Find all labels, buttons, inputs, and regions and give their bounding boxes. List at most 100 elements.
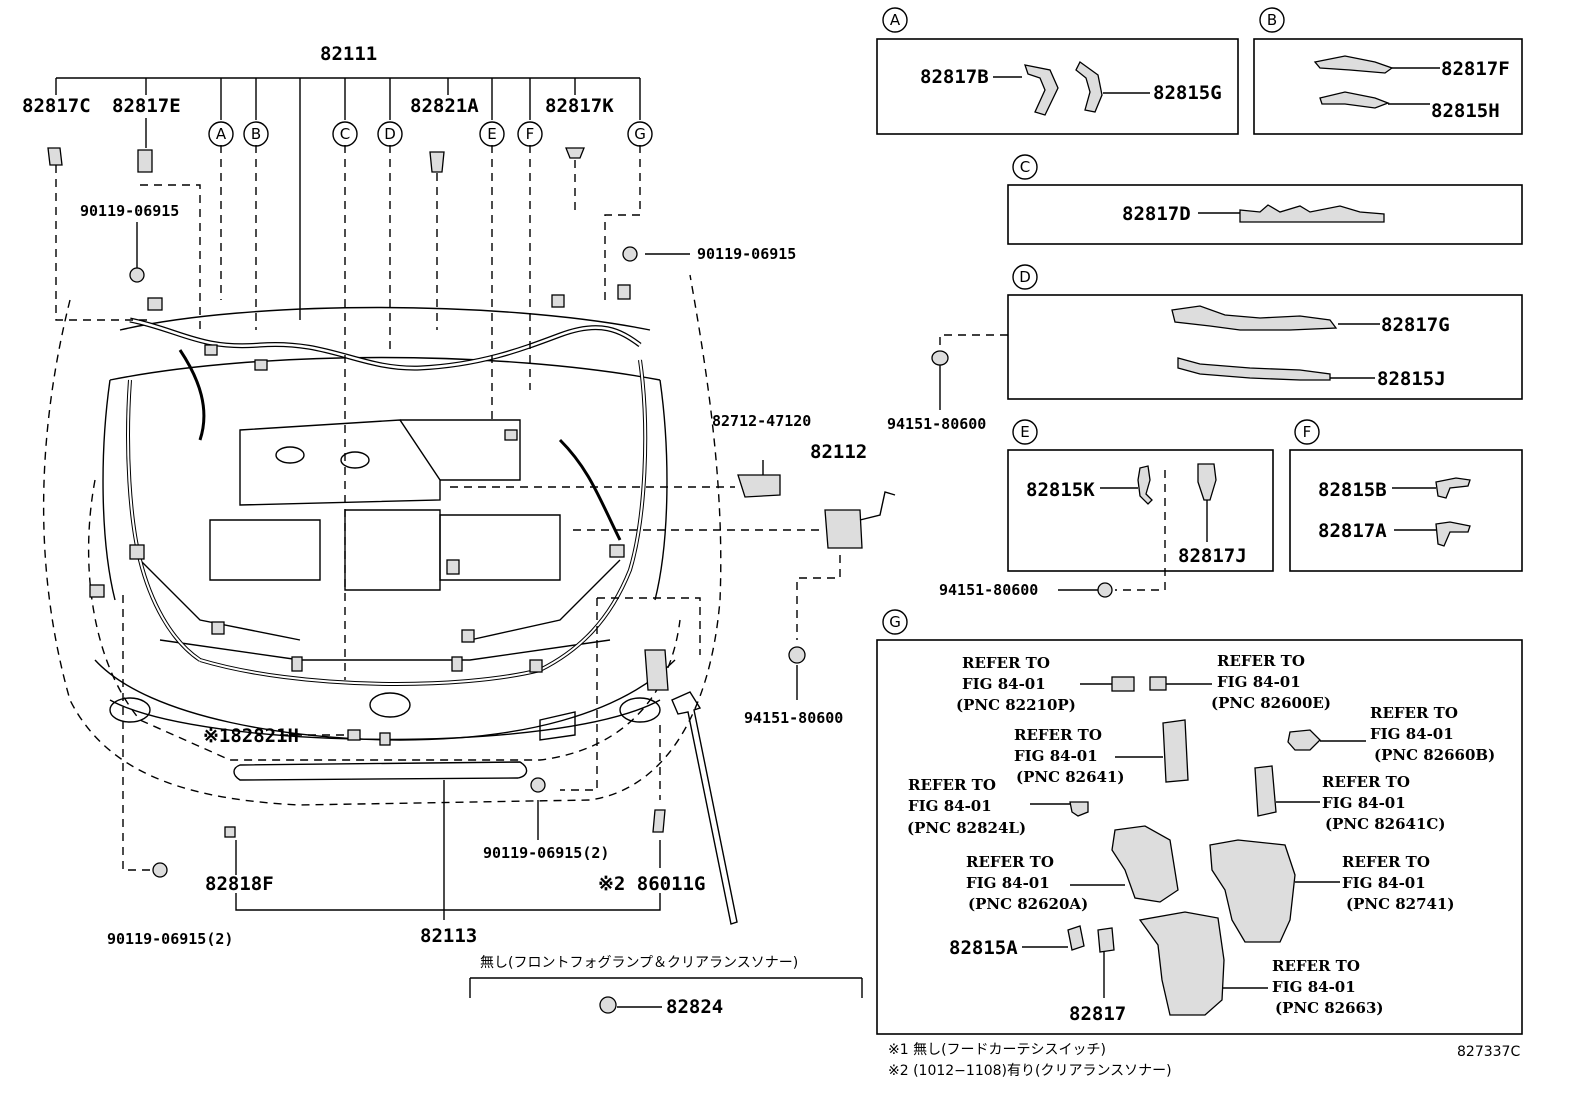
refer-82641c: REFER TO FIG 84-01 (PNC 82641C) <box>1322 773 1445 833</box>
box-d-bottom: 82815J <box>1377 368 1446 390</box>
box-a-letter: A <box>890 11 901 29</box>
box-d-top: 82817G <box>1381 314 1450 336</box>
detail-box-c: C 82817D <box>1007 154 1523 245</box>
leader-lines-main <box>55 77 863 1008</box>
box-f-bottom: 82817A <box>1318 520 1387 542</box>
svg-text:FIG 84-01: FIG 84-01 <box>962 675 1046 693</box>
label-82712: 82712-47120 <box>712 412 811 430</box>
label-82821h: ※182821H <box>203 725 299 747</box>
svg-text:REFER TO: REFER TO <box>908 776 996 794</box>
box-e-letter: E <box>1020 423 1029 441</box>
detail-box-f: F 82815B 82817A <box>1289 419 1523 572</box>
svg-text:REFER TO: REFER TO <box>1014 726 1102 744</box>
svg-text:REFER TO: REFER TO <box>1217 652 1305 670</box>
svg-text:(PNC 82663): (PNC 82663) <box>1275 999 1384 1017</box>
svg-text:(PNC 82620A): (PNC 82620A) <box>968 895 1088 913</box>
detail-box-b: B 82817F 82815H <box>1253 7 1523 135</box>
label-82111: 82111 <box>320 43 377 65</box>
svg-text:(PNC 82600E): (PNC 82600E) <box>1211 694 1331 712</box>
label-bolt-d: 90119-06915(2) <box>107 930 233 948</box>
label-bolt-b: 90119-06915 <box>697 245 796 263</box>
svg-text:(PNC 82210P): (PNC 82210P) <box>956 696 1076 714</box>
note-no-fog: 無し(フロントフォグランプ＆クリアランスソナー) <box>480 955 798 971</box>
refer-82741: REFER TO FIG 84-01 (PNC 82741) <box>1342 853 1455 913</box>
svg-text:FIG 84-01: FIG 84-01 <box>1370 725 1454 743</box>
svg-text:REFER TO: REFER TO <box>1370 704 1458 722</box>
label-82815a: 82815A <box>949 937 1018 959</box>
label-82818f: 82818F <box>205 873 274 895</box>
detail-box-d: D 82817G 82815J 94151-80600 <box>887 264 1523 433</box>
svg-text:REFER TO: REFER TO <box>966 853 1054 871</box>
svg-text:(PNC 82824L): (PNC 82824L) <box>907 819 1026 837</box>
svg-text:FIG 84-01: FIG 84-01 <box>966 874 1050 892</box>
label-82817e: 82817E <box>112 95 181 117</box>
detail-box-a: A 82817B 82815G <box>876 7 1239 135</box>
label-86011g: ※2 86011G <box>598 873 705 895</box>
svg-text:FIG 84-01: FIG 84-01 <box>1322 794 1406 812</box>
refer-82824l: REFER TO FIG 84-01 (PNC 82824L) <box>907 776 1026 837</box>
box-f-top: 82815B <box>1318 479 1387 501</box>
callout-b: B <box>251 125 261 143</box>
callout-circles-main: A B C D E F G <box>208 121 653 147</box>
label-82113: 82113 <box>420 925 477 947</box>
label-82821a: 82821A <box>410 95 479 117</box>
svg-text:REFER TO: REFER TO <box>1342 853 1430 871</box>
box-c-letter: C <box>1020 158 1030 176</box>
main-labels: 82111 82817C 82817E 82821A 82817K 90119-… <box>22 43 867 1018</box>
refer-82210p: REFER TO FIG 84-01 (PNC 82210P) <box>956 654 1076 714</box>
label-82817: 82817 <box>1069 1003 1126 1025</box>
label-clip-a: 94151-80600 <box>744 709 843 727</box>
svg-text:(PNC 82641C): (PNC 82641C) <box>1325 815 1445 833</box>
box-b-bottom: 82815H <box>1431 100 1500 122</box>
callout-a: A <box>216 125 227 143</box>
callout-e: E <box>487 125 496 143</box>
svg-text:REFER TO: REFER TO <box>962 654 1050 672</box>
box-a-left: 82817B <box>920 66 989 88</box>
box-b-letter: B <box>1267 11 1277 29</box>
box-f-letter: F <box>1303 423 1312 441</box>
figure-number: 827337C <box>1457 1044 1520 1060</box>
svg-text:REFER TO: REFER TO <box>1272 957 1360 975</box>
label-82824: 82824 <box>666 996 723 1018</box>
svg-text:FIG 84-01: FIG 84-01 <box>1342 874 1426 892</box>
callout-g: G <box>634 125 646 143</box>
svg-text:FIG 84-01: FIG 84-01 <box>1217 673 1301 691</box>
box-c-part: 82817D <box>1122 203 1191 225</box>
label-82112: 82112 <box>810 441 867 463</box>
label-82817c: 82817C <box>22 95 91 117</box>
refer-82660b: REFER TO FIG 84-01 (PNC 82660B) <box>1370 704 1495 764</box>
svg-text:FIG 84-01: FIG 84-01 <box>908 797 992 815</box>
box-a-right: 82815G <box>1153 82 1222 104</box>
refer-82620a: REFER TO FIG 84-01 (PNC 82620A) <box>966 853 1088 913</box>
callout-f: F <box>526 125 535 143</box>
box-d-letter: D <box>1019 268 1031 286</box>
footnote-1: ※1 無し(フードカーテシスイッチ) <box>888 1042 1106 1058</box>
box-e-left: 82815K <box>1026 479 1095 501</box>
detail-box-e: E 82815K 82817J 94151-80600 <box>939 419 1274 599</box>
refer-82641: REFER TO FIG 84-01 (PNC 82641) <box>1014 726 1125 786</box>
svg-text:(PNC 82741): (PNC 82741) <box>1346 895 1455 913</box>
small-parts-main <box>47 147 896 1014</box>
callout-c: C <box>340 125 350 143</box>
svg-text:REFER TO: REFER TO <box>1322 773 1410 791</box>
label-82817k: 82817K <box>545 95 614 117</box>
box-e-clip: 94151-80600 <box>939 581 1038 599</box>
refer-82663: REFER TO FIG 84-01 (PNC 82663) <box>1272 957 1384 1017</box>
box-b-top: 82817F <box>1441 58 1510 80</box>
engine-bay-illustration <box>42 274 738 925</box>
svg-text:FIG 84-01: FIG 84-01 <box>1272 978 1356 996</box>
refer-82600e: REFER TO FIG 84-01 (PNC 82600E) <box>1211 652 1331 712</box>
callout-d: D <box>384 125 396 143</box>
svg-text:(PNC 82641): (PNC 82641) <box>1016 768 1125 786</box>
footnotes: ※1 無し(フードカーテシスイッチ) ※2 (1012−1108)有り(クリアラ… <box>888 1042 1520 1079</box>
box-g-letter: G <box>889 613 901 631</box>
svg-text:FIG 84-01: FIG 84-01 <box>1014 747 1098 765</box>
box-e-right: 82817J <box>1178 545 1247 567</box>
label-bolt-c: 90119-06915(2) <box>483 844 609 862</box>
box-d-clip: 94151-80600 <box>887 415 986 433</box>
footnote-2: ※2 (1012−1108)有り(クリアランスソナー) <box>888 1063 1172 1079</box>
label-bolt-a: 90119-06915 <box>80 202 179 220</box>
svg-text:(PNC 82660B): (PNC 82660B) <box>1374 746 1495 764</box>
detail-box-g: G REFER TO FIG 84-01 (PNC 82210P) <box>876 609 1523 1035</box>
